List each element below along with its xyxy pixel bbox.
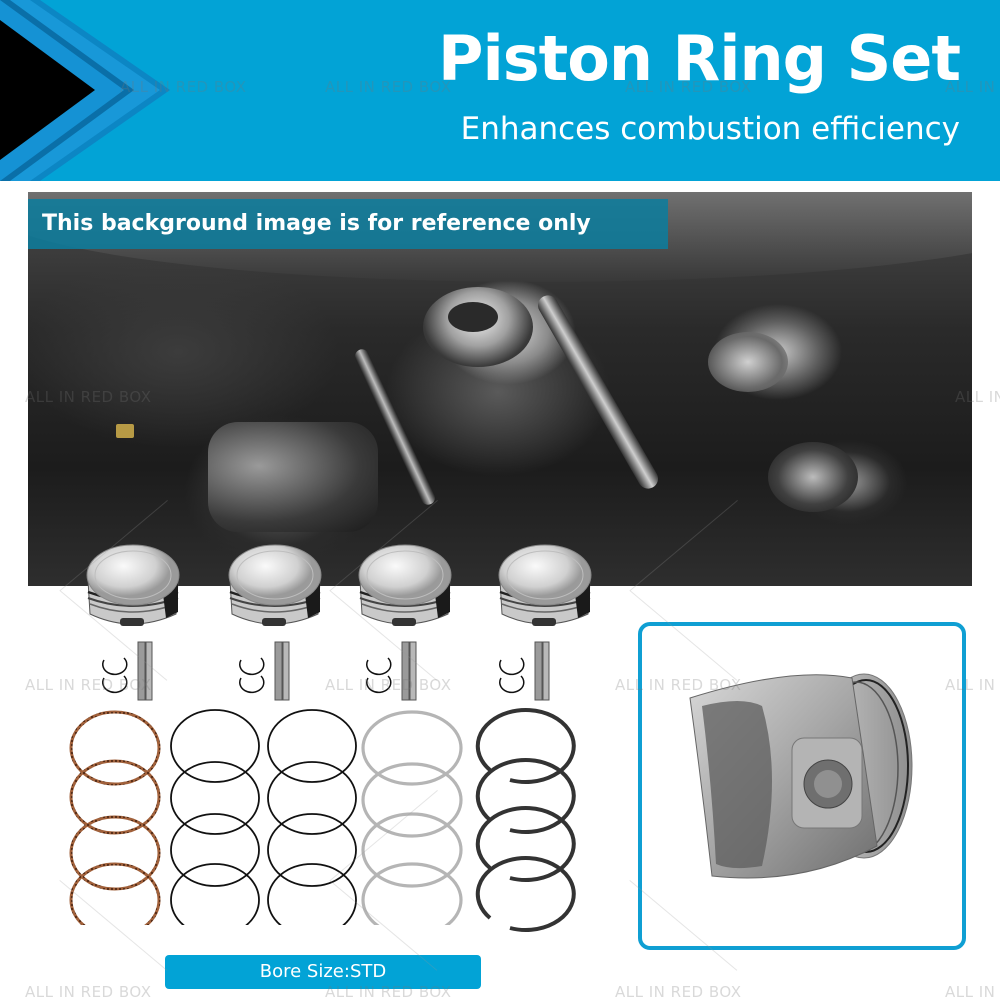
oil-rail-stack <box>361 710 463 925</box>
header-banner: Piston Ring Set Enhances combustion effi… <box>0 0 1000 181</box>
piston-rings-group <box>69 709 463 925</box>
piston-icon <box>352 542 452 632</box>
piston-icon <box>492 542 592 632</box>
watermark-text: ALL IN RED BOX <box>945 983 1000 1000</box>
piston-detail-box <box>638 622 966 950</box>
pin-and-circlips-icon <box>362 640 432 701</box>
piston-icon <box>222 542 322 632</box>
pin-and-circlips-icon <box>235 640 305 701</box>
page-subtitle: Enhances combustion efficiency <box>460 111 960 147</box>
reference-note-banner: This background image is for reference o… <box>28 199 668 249</box>
compression-ring-stack-2 <box>267 709 357 925</box>
piston-icon <box>80 542 180 632</box>
compression-ring-stack-1 <box>170 709 260 925</box>
top-ring-stack <box>475 708 576 932</box>
bore-size-label: Bore Size:STD <box>165 955 481 989</box>
chevron-decoration-icon <box>0 0 170 181</box>
pin-and-circlips-icon <box>98 640 168 701</box>
pin-and-circlips-icon <box>495 640 565 701</box>
oil-ring-expander-stack <box>69 710 161 925</box>
watermark-text: ALL IN RED BOX <box>25 983 152 1000</box>
piston-closeup-icon <box>689 673 913 879</box>
watermark-text: ALL IN RED BOX <box>615 983 742 1000</box>
engine-background-photo <box>28 192 972 586</box>
page-title: Piston Ring Set <box>438 22 961 95</box>
